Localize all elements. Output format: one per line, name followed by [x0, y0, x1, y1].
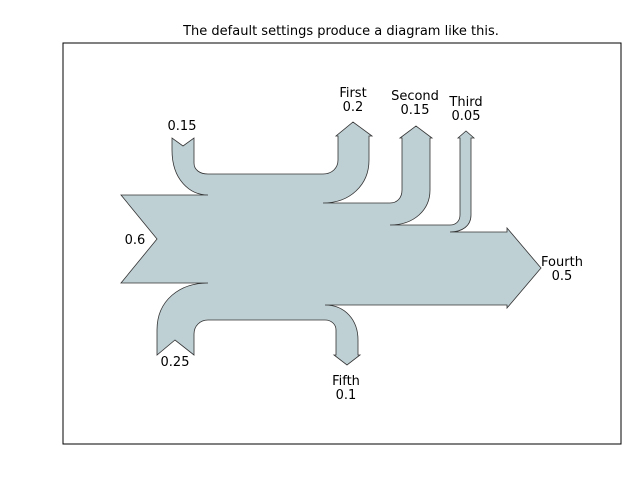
figure-title: The default settings produce a diagram l…	[182, 24, 499, 39]
flow-label-fifth-value: 0.1	[336, 388, 357, 403]
flow-label-fifth-name: Fifth	[332, 374, 360, 389]
flow-label-second-value: 0.15	[401, 103, 430, 118]
flow-label-first-name: First	[339, 86, 366, 101]
flow-label-third-name: Third	[448, 95, 482, 110]
flow-label-top-input-value: 0.15	[168, 119, 197, 134]
flow-label-first-value: 0.2	[343, 100, 364, 115]
sankey-diagram-body	[120, 121, 542, 366]
flow-label-bottom-input-value: 0.25	[161, 355, 190, 370]
flow-label-fourth-name: Fourth	[541, 255, 583, 270]
flow-label-left-input-value: 0.6	[125, 233, 146, 248]
flow-label-second-name: Second	[391, 89, 439, 104]
flow-label-fourth-value: 0.5	[552, 269, 573, 284]
axes-frame	[62, 42, 622, 445]
flow-label-third-value: 0.05	[452, 109, 481, 124]
